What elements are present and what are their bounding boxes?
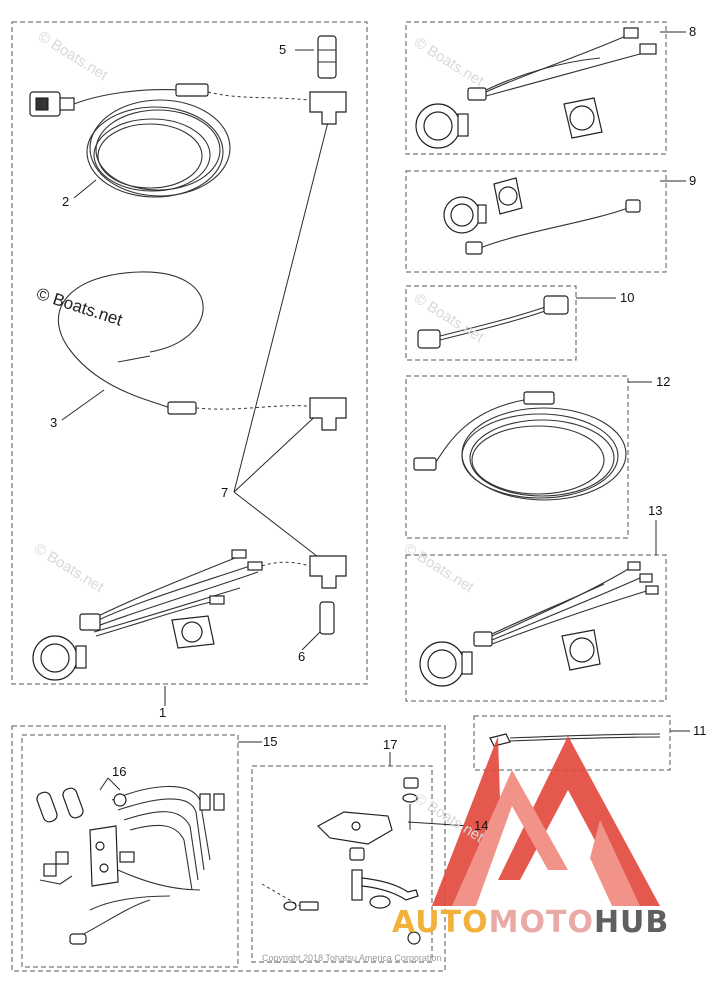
part-8-gauge-kit	[415, 27, 657, 149]
automotohub-logo: AUTOMOTOHUB	[392, 905, 669, 940]
part-9-gauge-kit	[443, 177, 641, 255]
group-box-13	[405, 554, 667, 702]
callout-13: 13	[648, 503, 663, 518]
callout-17: 17	[383, 737, 398, 752]
callout-12: 12	[656, 374, 671, 389]
callout-3: 3	[50, 415, 58, 430]
logo-part-moto: MOTO	[488, 905, 594, 940]
callout-8: 8	[689, 24, 697, 39]
callout-6: 6	[298, 649, 306, 664]
callout-14: 14	[474, 818, 489, 833]
callout-1: 1	[159, 705, 167, 720]
callout-15: 15	[263, 734, 278, 749]
callout-2: 2	[62, 194, 70, 209]
leader-lines	[61, 31, 690, 827]
part-10-adapter-cable	[417, 295, 569, 349]
automotohub-logo-mark	[432, 736, 660, 906]
part-17-bracket-kit	[261, 777, 421, 945]
part-6-terminator	[319, 601, 335, 635]
copyright-notice: Copyright 2018 Tohatsu America Corporati…	[262, 953, 442, 963]
logo-part-auto: AUTO	[392, 905, 489, 940]
part-3-loop-cable	[58, 271, 309, 415]
part-2-cable-harness	[29, 83, 309, 198]
part-11-sensor-lead	[489, 733, 661, 747]
group-box-8	[405, 21, 667, 155]
callout-11: 11	[693, 723, 707, 738]
logo-part-hub: HUB	[593, 905, 670, 940]
part-15-wiring-harness	[36, 785, 225, 945]
group-box-outer-bottom	[11, 725, 446, 972]
callout-16: 16	[112, 764, 127, 779]
part-5-terminator	[317, 35, 337, 79]
callout-9: 9	[689, 173, 697, 188]
group-box-1	[11, 21, 368, 685]
group-box-10	[405, 285, 577, 361]
callout-7: 7	[221, 485, 229, 500]
part-12-extension-cable	[413, 391, 627, 501]
group-box-17	[251, 765, 433, 963]
callout-10: 10	[620, 290, 635, 305]
gauge-harness-group-1	[32, 549, 311, 681]
part-7-t-connectors	[309, 91, 347, 589]
part-13-gauge-kit	[419, 561, 659, 687]
group-box-9	[405, 170, 667, 273]
group-box-15	[21, 734, 239, 968]
callout-5: 5	[279, 42, 287, 57]
